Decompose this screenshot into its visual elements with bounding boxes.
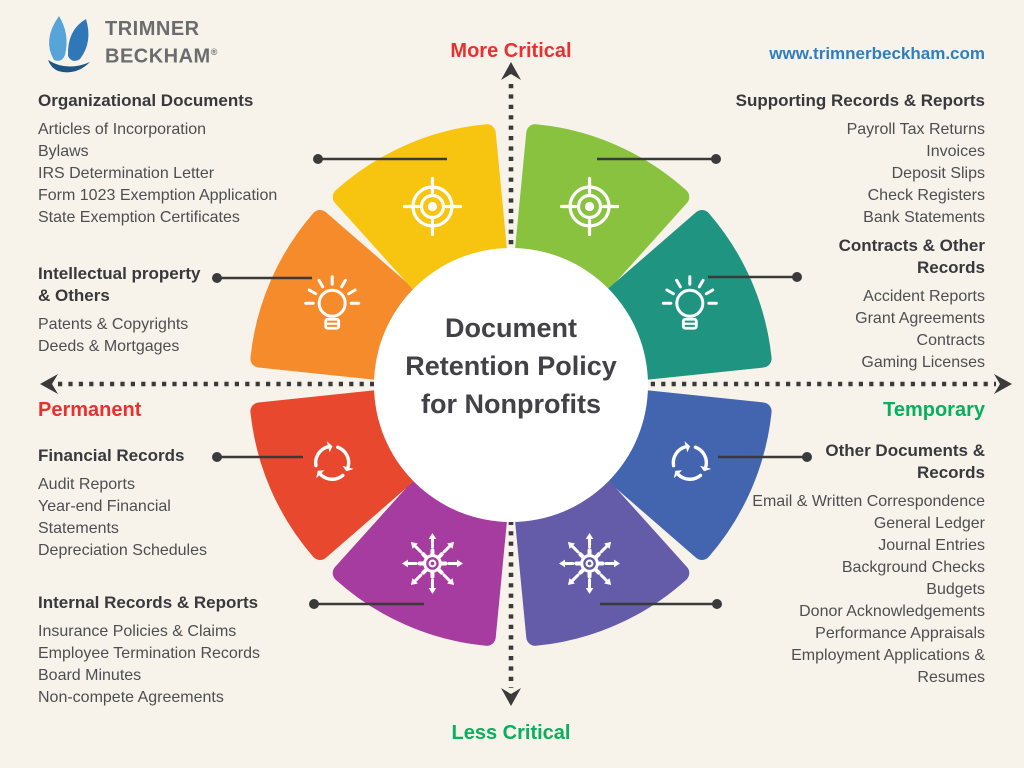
connector-dot xyxy=(792,272,802,282)
axis-label-less-critical: Less Critical xyxy=(451,722,571,744)
axis-label-more-critical: More Critical xyxy=(450,40,572,62)
block-title: Other Documents & Records xyxy=(825,441,985,482)
list-item: Grant Agreements xyxy=(855,310,985,327)
connector-dot xyxy=(712,599,722,609)
connector-dot xyxy=(309,599,319,609)
list-item: Background Checks xyxy=(841,559,985,576)
list-item: Accident Reports xyxy=(863,288,985,305)
connector-dot xyxy=(212,452,222,462)
connector-dot xyxy=(711,154,721,164)
wheel-center-circle xyxy=(374,248,648,522)
left-arrow-icon xyxy=(40,374,58,394)
gear-icon xyxy=(559,532,621,594)
down-arrow-icon xyxy=(501,688,521,706)
list-item: Audit Reports xyxy=(38,476,135,493)
cycle-icon xyxy=(313,441,354,481)
list-item: Articles of Incorporation xyxy=(38,121,207,138)
registered-mark: ® xyxy=(210,46,218,57)
list-item: Journal Entries xyxy=(878,537,985,554)
list-item: Email & Written Correspondence xyxy=(752,493,985,510)
axis-label-temporary: Temporary xyxy=(883,399,985,421)
block-supporting-records: Supporting Records & Reports Payroll Tax… xyxy=(675,90,985,229)
bulb-icon xyxy=(304,275,361,330)
list-item: State Exemption Certificates xyxy=(38,209,240,226)
list-item: Depreciation Schedules xyxy=(38,542,207,559)
connector-dot xyxy=(212,273,222,283)
axis-label-permanent: Permanent xyxy=(38,399,142,421)
block-title: Supporting Records & Reports xyxy=(735,91,985,110)
connector-dot xyxy=(313,154,323,164)
block-organizational-documents: Organizational Documents Articles of Inc… xyxy=(38,90,348,229)
list-item: Invoices xyxy=(926,143,985,160)
list-item: Payroll Tax Returns xyxy=(846,121,985,138)
list-item: Deeds & Mortgages xyxy=(38,338,180,355)
block-title: Organizational Documents xyxy=(38,91,254,110)
right-arrow-icon xyxy=(994,374,1012,394)
brand-logo: TRIMNER BECKHAM® xyxy=(34,10,217,76)
block-contracts-other-records: Contracts & Other Records Accident Repor… xyxy=(755,235,985,374)
list-item: General Ledger xyxy=(873,515,985,532)
brand-name: TRIMNER BECKHAM® xyxy=(105,18,217,69)
website-link[interactable]: www.trimnerbeckham.com xyxy=(769,44,985,63)
list-item: Form 1023 Exemption Application xyxy=(38,187,278,204)
cycle-icon xyxy=(671,441,712,481)
gear-icon xyxy=(401,532,463,594)
list-item: Donor Acknowledgements xyxy=(799,603,985,620)
list-item: Patents & Copyrights xyxy=(38,316,189,333)
list-item: Budgets xyxy=(926,581,985,598)
list-item: Bank Statements xyxy=(863,209,985,226)
list-item: Insurance Policies & Claims xyxy=(38,623,237,640)
bulb-icon xyxy=(661,275,718,330)
list-item: Gaming Licenses xyxy=(861,354,985,371)
list-item: Check Registers xyxy=(867,187,985,204)
block-title: Contracts & Other Records xyxy=(838,236,985,277)
list-item: Board Minutes xyxy=(38,667,142,684)
logo-leaf-icon xyxy=(48,16,90,73)
list-item: Employee Termination Records xyxy=(38,645,261,662)
list-item: Contracts xyxy=(916,332,985,349)
list-item: Year-end Financial Statements xyxy=(38,498,171,537)
target-icon xyxy=(402,176,463,237)
block-other-documents: Other Documents & Records Email & Writte… xyxy=(743,440,985,689)
list-item: IRS Determination Letter xyxy=(38,165,215,182)
list-item: Performance Appraisals xyxy=(815,625,985,642)
brand-name-line2: BECKHAM® xyxy=(105,45,218,68)
up-arrow-icon xyxy=(501,62,521,80)
list-item: Deposit Slips xyxy=(891,165,985,182)
block-intellectual-property: Intellectual property & Others Patents &… xyxy=(38,263,238,358)
wheel-center-title: Document Retention Policy for Nonprofits xyxy=(405,313,617,419)
list-item: Non-compete Agreements xyxy=(38,689,224,706)
block-title: Financial Records xyxy=(38,446,185,465)
block-internal-records: Internal Records & Reports Insurance Pol… xyxy=(38,592,348,709)
block-title: Internal Records & Reports xyxy=(38,593,259,612)
brand-name-line1: TRIMNER xyxy=(105,17,200,40)
list-item: Bylaws xyxy=(38,143,89,160)
list-item: Employment Applications & Resumes xyxy=(791,647,985,686)
connector-dot xyxy=(802,452,812,462)
connector-lines xyxy=(212,154,812,609)
block-title: Intellectual property & Others xyxy=(38,264,201,305)
target-icon xyxy=(559,176,620,237)
